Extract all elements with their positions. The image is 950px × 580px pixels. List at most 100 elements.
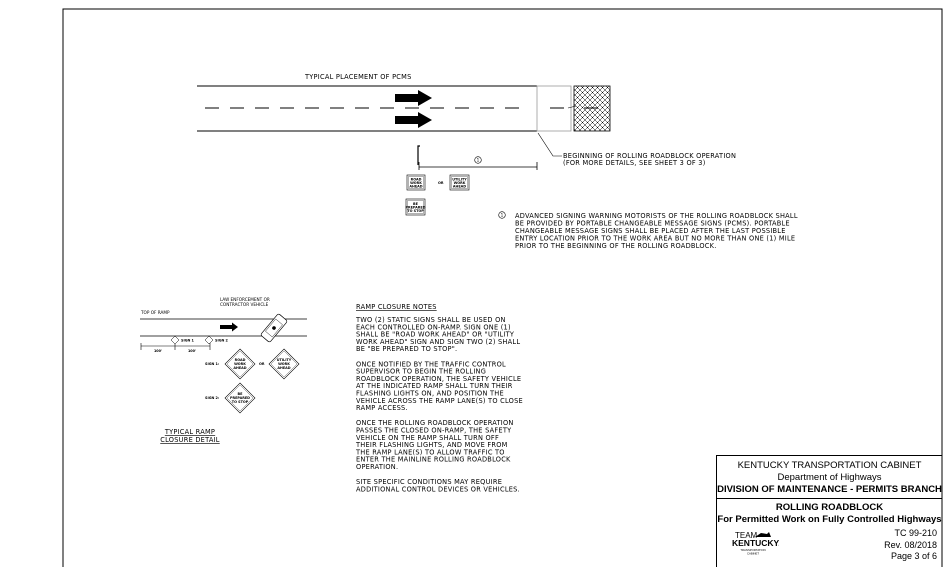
sign-text: WORK [454,181,466,185]
sign-text: ROAD [235,358,246,362]
drawing-subtitle: For Permitted Work on Fully Controlled H… [717,514,942,525]
note-line: FLASHING LIGHTS ON, AND POSITION THE [356,390,504,398]
note-line: VEHICLE ACROSS THE RAMP LANE(S) TO CLOSE [356,397,523,405]
division-name: DIVISION OF MAINTENANCE - PERMITS BRANCH [717,484,942,495]
sign-tag: SIGN 1 [181,339,195,343]
logo-text: CABINET [747,552,759,556]
callout-number: 1 [477,158,480,163]
traffic-arrow-icon [395,90,432,106]
sign-text: PREPARED [406,206,426,210]
vehicle-label: CONTRACTOR VEHICLE [220,302,269,307]
vehicle-label: LAW ENFORCEMENT OR [220,297,270,302]
pcms-placement-diagram: TYPICAL PLACEMENT OF PCMS 1 BEGINNING OF… [197,73,798,250]
note-line: ADVANCED SIGNING WARNING MOTORISTS OF TH… [515,212,798,220]
diamond-sign-prepared-to-stop: BE PREPARED TO STOP [224,382,256,414]
note-line: SITE SPECIFIC CONDITIONS MAY REQUIRE [356,478,502,486]
note-line: ROADBLOCK OPERATION, THE SAFETY VEHICLE [356,375,521,383]
pcms-sign-utility-work: UTILITY WORK AHEAD [449,174,470,191]
note-line: ENTER THE MAINLINE ROLLING ROADBLOCK [356,456,511,464]
sign-text: BE [238,392,244,396]
sign-text: ROAD [411,178,422,182]
or-text: OR [259,362,265,366]
note-line: THE RAMP LANE(S) TO ALLOW TRAFFIC TO [355,448,505,456]
sign-text: UTILITY [452,178,467,182]
note-line: PASSES THE CLOSED ON-RAMP, THE SAFETY [356,427,512,435]
pcms-sign-road-work: ROAD WORK AHEAD [406,174,426,191]
sign-row-label: SIGN 1: [205,362,219,366]
notes-heading: RAMP CLOSURE NOTES [356,303,437,311]
note-1-text: ADVANCED SIGNING WARNING MOTORISTS OF TH… [515,212,798,250]
logo-text: TRANSPORTATION [740,548,765,552]
sign-marker-icon [204,335,214,345]
note-line: PRIOR TO THE BEGINNING OF THE ROLLING RO… [515,242,717,250]
callout-circle [474,156,482,164]
leader-line [537,132,562,157]
note-line: ADDITIONAL CONTROL DEVICES OR VEHICLES. [356,485,520,493]
sign-text: BE [413,202,419,206]
team-kentucky-logo: TEAM KENTUCKY. TRANSPORTATION CABINET [732,531,779,556]
sign-text: UTILITY [277,358,292,362]
roadblock-zone [536,85,572,132]
traffic-arrow-icon [220,322,238,332]
logo-text: KENTUCKY. [732,538,779,548]
note-line: VEHICLE ON THE RAMP SHALL TURN OFF [356,434,499,442]
sign-row-label: SIGN 2: [205,396,219,400]
sign-text: TO STOP [232,400,249,404]
note-line: ONCE THE ROLLING ROADBLOCK OPERATION [356,419,514,427]
note-line: ENTRY LOCATION PRIOR TO THE WORK AREA BU… [515,235,795,243]
note-line: CHANGEABLE MESSAGE SIGNS SHALL BE PLACED… [515,227,786,235]
form-number: TC 99-210 [894,528,937,538]
sign-text: AHEAD [277,366,290,370]
or-text: OR [438,181,444,185]
dimension-text: 100' [188,349,196,353]
agency-name: KENTUCKY TRANSPORTATION CABINET [737,460,922,471]
diamond-sign-utility-work: UTILITY WORK AHEAD [268,348,300,380]
ramp-closure-detail: TOP OF RAMP LAW ENFORCEMENT OR CONTRACTO… [140,297,307,444]
sign-tag: SIGN 2 [215,339,229,343]
department-name: Department of Highways [777,472,882,483]
vehicle-icon [260,313,288,343]
top-of-ramp-label: TOP OF RAMP [140,310,170,315]
title-block: KENTUCKY TRANSPORTATION CABINET Departme… [716,455,942,567]
pcms-sign-prepared-to-stop: BE PREPARED TO STOP [406,198,426,216]
pcms-title: TYPICAL PLACEMENT OF PCMS [304,73,412,81]
sign-text: AHEAD [233,366,246,370]
sign-text: WORK [278,362,290,366]
revision-date: Rev. 08/2018 [884,539,937,550]
note-line: BE "BE PREPARED TO STOP". [356,345,457,353]
sheet-border [62,8,943,567]
note-line: TWO (2) STATIC SIGNS SHALL BE USED ON [355,316,506,324]
leader-text: BEGINNING OF ROLLING ROADBLOCK OPERATION [563,152,736,160]
page-number: Page 3 of 6 [890,551,937,561]
note-line: AT THE INDICATED RAMP SHALL TURN THEIR [356,382,513,390]
ramp-closure-notes: RAMP CLOSURE NOTES TWO (2) STATIC SIGNS … [355,303,523,493]
detail-caption: TYPICAL RAMP [164,428,215,436]
leader-text: (FOR MORE DETAILS, SEE SHEET 3 OF 3) [563,159,706,167]
sign-text: WORK [410,181,422,185]
note-line: EACH CONTROLLED ON-RAMP. SIGN ONE (1) [356,323,511,331]
sign-text: TO STOP [407,209,424,213]
diamond-sign-road-work: ROAD WORK AHEAD [224,348,256,380]
note-line: SHALL BE "ROAD WORK AHEAD" OR "UTILITY [356,331,515,339]
note-line: SUPERVISOR TO BEGIN THE ROLLING [356,368,486,376]
note-line: BE PROVIDED BY PORTABLE CHANGEABLE MESSA… [515,220,790,228]
traffic-arrow-icon [395,112,432,128]
sign-marker-icon [170,335,180,345]
sign-text: AHEAD [409,185,422,189]
note-line: WORK AHEAD" SIGN AND SIGN TWO (2) SHALL [356,338,520,346]
note-callout-circle [498,211,506,219]
sign-text: AHEAD [453,185,466,189]
note-line: OPERATION. [356,463,398,471]
logo-text: TEAM [735,531,758,540]
note-line: THEIR FLASHING LIGHTS, AND MOVE FROM [355,441,508,449]
note-line: ONCE NOTIFIED BY THE TRAFFIC CONTROL [356,360,506,368]
sign-text: WORK [234,362,246,366]
note-line: RAMP ACCESS. [356,404,408,412]
detail-caption: CLOSURE DETAIL [160,436,220,444]
drawing-title: ROLLING ROADBLOCK [717,498,942,514]
note-number: 1 [501,213,504,218]
kentucky-state-icon [755,532,771,537]
sign-text: PREPARED [230,396,250,400]
dimension-text: 100' [154,349,162,353]
